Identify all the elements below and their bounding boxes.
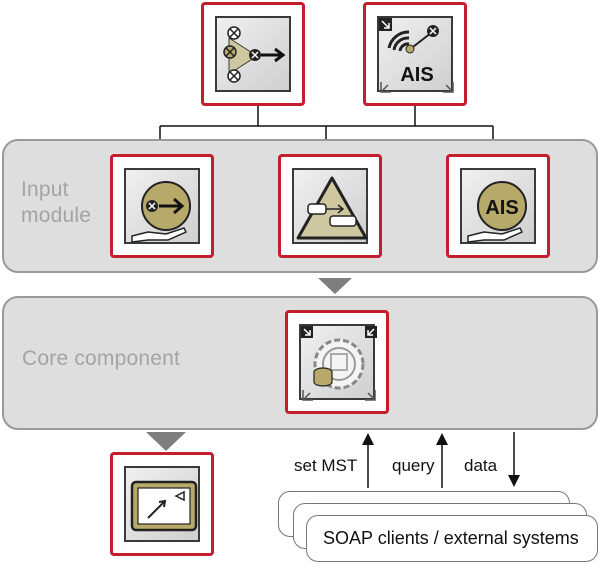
display-tile-inner [124,466,200,542]
svg-text:AIS: AIS [400,64,433,86]
svg-text:AIS: AIS [485,197,518,219]
query-label: query [392,456,435,475]
core-component-tile-inner [299,324,377,401]
workflow-crossbar-icon [223,26,286,83]
input-tile-route[interactable] [110,154,214,258]
input-tile-route-inner [124,168,200,244]
input-tile-ais[interactable]: AIS [446,154,550,258]
triangle-transfer-icon [296,176,368,240]
hand-route-icon [131,181,191,243]
set-mst-label: set MST [294,456,358,475]
ais-signal-icon: AIS [379,18,454,93]
workflow-tile-inner [215,16,291,92]
input-module-label-line2: module [21,204,92,228]
ais-source-tile-inner: AIS [377,16,454,93]
input-tile-ais-inner: AIS [460,168,536,244]
workflow-tile[interactable] [201,2,305,106]
soap-clients-label: SOAP clients / external systems [323,528,579,548]
input-tile-transfer-inner [292,168,368,244]
display-tile[interactable] [110,452,214,556]
hand-ais-icon: AIS [467,181,527,243]
core-gear-database-icon [301,326,377,401]
soap-card-front[interactable]: SOAP clients / external systems [306,515,598,562]
data-label: data [464,456,498,475]
input-tile-transfer[interactable] [278,154,382,258]
ais-source-tile[interactable]: AIS [363,2,467,106]
tablet-display-icon [130,480,198,532]
input-module-label: Input module [21,177,91,230]
flow-triangle-core-output [146,432,186,451]
flow-triangle-input-core [318,278,352,294]
core-component-label: Core component [22,347,181,370]
core-component-tile[interactable] [285,310,389,414]
input-module-label-line1: Input [21,178,69,201]
